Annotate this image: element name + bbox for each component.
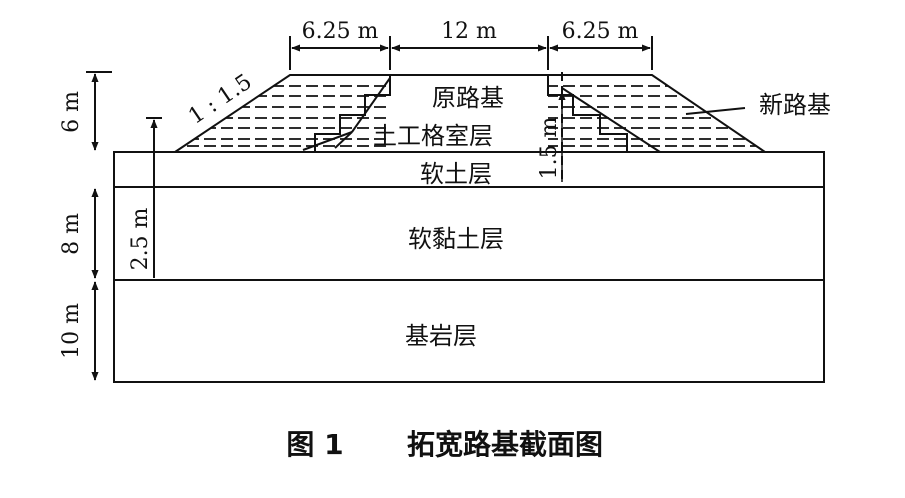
dim-top-center: 12 m xyxy=(441,19,497,44)
right-slope-leader xyxy=(561,87,661,153)
embankment-outline xyxy=(174,74,766,153)
caption-title: 拓宽路基截面图 xyxy=(407,428,603,461)
dim-grid-depth-left: 2.5 m xyxy=(128,207,153,270)
new-subgrade-leader xyxy=(685,107,746,115)
dim-bedrock: 10 m xyxy=(59,303,84,359)
dim-embankment-height: 6 m xyxy=(59,91,84,133)
caption-number: 图 1 xyxy=(286,428,343,461)
left-step-interface xyxy=(314,75,391,152)
bedrock-layer xyxy=(113,279,825,383)
label-bedrock: 基岩层 xyxy=(405,322,477,350)
top-dimensions xyxy=(289,36,653,70)
geocell-leader-2 xyxy=(302,131,353,151)
geocell-leader-3 xyxy=(334,131,353,149)
label-geocell-layer: 土工格室层 xyxy=(373,122,493,150)
dim-grid-depth-center: 1.5 m xyxy=(537,116,562,179)
dim-top-right: 6.25 m xyxy=(562,19,639,44)
right-new-subgrade-hatch xyxy=(548,85,765,147)
geocell-leader-1 xyxy=(351,77,391,133)
label-original-subgrade: 原路基 xyxy=(432,84,504,112)
dim-top-left: 6.25 m xyxy=(302,19,379,44)
label-soft-clay: 软黏土层 xyxy=(408,225,504,253)
label-soft-soil: 软土层 xyxy=(420,160,492,188)
right-step-interface xyxy=(547,75,628,152)
embankment xyxy=(174,74,766,153)
dim-soft-clay: 8 m xyxy=(59,213,84,255)
left-dimensions xyxy=(86,71,162,381)
leader-lines xyxy=(302,77,746,153)
label-new-subgrade: 新路基 xyxy=(759,91,831,119)
soil-layers xyxy=(113,151,825,383)
